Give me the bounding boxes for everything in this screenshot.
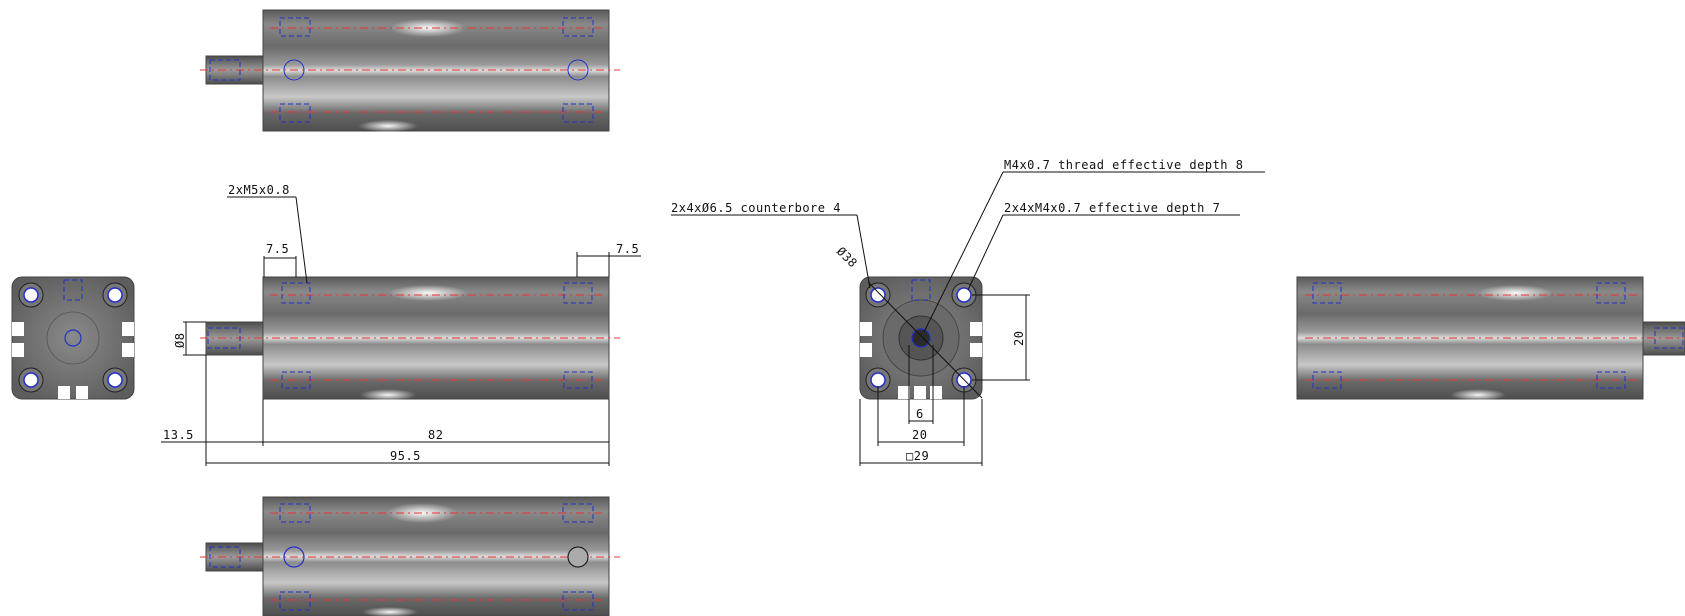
top-view: [200, 9, 620, 132]
dim-left-port-offset: 7.5: [266, 242, 289, 256]
right-side-highlight: [1450, 389, 1506, 401]
slot: [12, 322, 24, 336]
hidden-port: [63, 279, 83, 301]
front-view: [200, 276, 620, 401]
port-circle: [283, 546, 305, 568]
mounting-hole: [956, 287, 972, 303]
end-view-dimensions: 2x4xØ6.5 counterbore 4 M4x0.7 thread eff…: [671, 158, 1265, 466]
bottom-view-highlight: [362, 607, 418, 616]
dim-flats: 6: [916, 407, 924, 421]
top-view-highlight: [358, 120, 418, 132]
mounting-hole: [870, 287, 886, 303]
slot: [970, 343, 982, 357]
port-circle: [567, 546, 589, 568]
slot: [122, 343, 134, 357]
hidden-port: [1596, 371, 1626, 389]
counterbore-label: 2x4xØ6.5 counterbore 4: [671, 201, 841, 215]
hidden-rod-end: [209, 59, 241, 81]
left-end-view: [11, 276, 135, 400]
hidden-port: [281, 371, 311, 389]
slot: [122, 322, 134, 336]
leader-line: [295, 196, 308, 284]
center-port: [64, 329, 82, 347]
leader-line: [856, 214, 871, 289]
bottom-view: [200, 496, 620, 616]
front-view-dimensions: 2xM5x0.8 7.5 7.5 Ø8 13.5 82 95.5: [161, 183, 641, 466]
front-view-highlight: [360, 389, 416, 401]
hidden-port: [911, 279, 931, 301]
dim-body-length: 82: [428, 428, 443, 442]
port-circle: [283, 59, 305, 81]
bottom-view-rod: [205, 542, 264, 572]
left-end-face: [11, 276, 135, 400]
dim-rod-length: 13.5: [163, 428, 194, 442]
hidden-port: [1312, 371, 1342, 389]
mounting-hole: [870, 372, 886, 388]
center-ring: [46, 311, 100, 365]
dim-bolt-circle: Ø38: [834, 244, 860, 270]
slot: [12, 343, 24, 357]
rod-thread-label: M4x0.7 thread effective depth 8: [1004, 158, 1243, 172]
dim-horizontal-pitch: 20: [912, 428, 927, 442]
port-circle: [567, 59, 589, 81]
dim-rod-diameter: Ø8: [173, 333, 187, 348]
right-side-highlight: [1477, 285, 1553, 301]
leader-line: [923, 171, 1004, 333]
mounting-hole: [107, 372, 123, 388]
slot: [860, 343, 872, 357]
dim-right-port-offset: 7.5: [616, 242, 639, 256]
mounting-hole: [107, 287, 123, 303]
slot: [970, 322, 982, 336]
right-end-view: [859, 276, 983, 400]
mount-thread-label: 2x4xM4x0.7 effective depth 7: [1004, 201, 1220, 215]
right-side-view: [1296, 276, 1685, 401]
rod-thread: [911, 328, 931, 348]
hidden-port: [563, 371, 593, 389]
dim-overall-length: 95.5: [390, 449, 421, 463]
mounting-hole: [23, 372, 39, 388]
hidden-rod-end: [209, 546, 241, 568]
slot: [930, 386, 942, 399]
front-view-highlight: [388, 285, 468, 301]
slot: [860, 322, 872, 336]
slot: [914, 386, 926, 399]
slot: [76, 386, 88, 399]
slot: [58, 386, 70, 399]
hidden-rod-end: [207, 327, 241, 349]
dim-square: □29: [906, 449, 929, 463]
diagonal-dimension-line: [867, 281, 983, 399]
leader-line: [967, 214, 1004, 291]
slot: [898, 386, 910, 399]
dim-vertical-pitch: 20: [1012, 331, 1026, 346]
port-thread-label: 2xM5x0.8: [228, 183, 290, 197]
mounting-hole: [23, 287, 39, 303]
